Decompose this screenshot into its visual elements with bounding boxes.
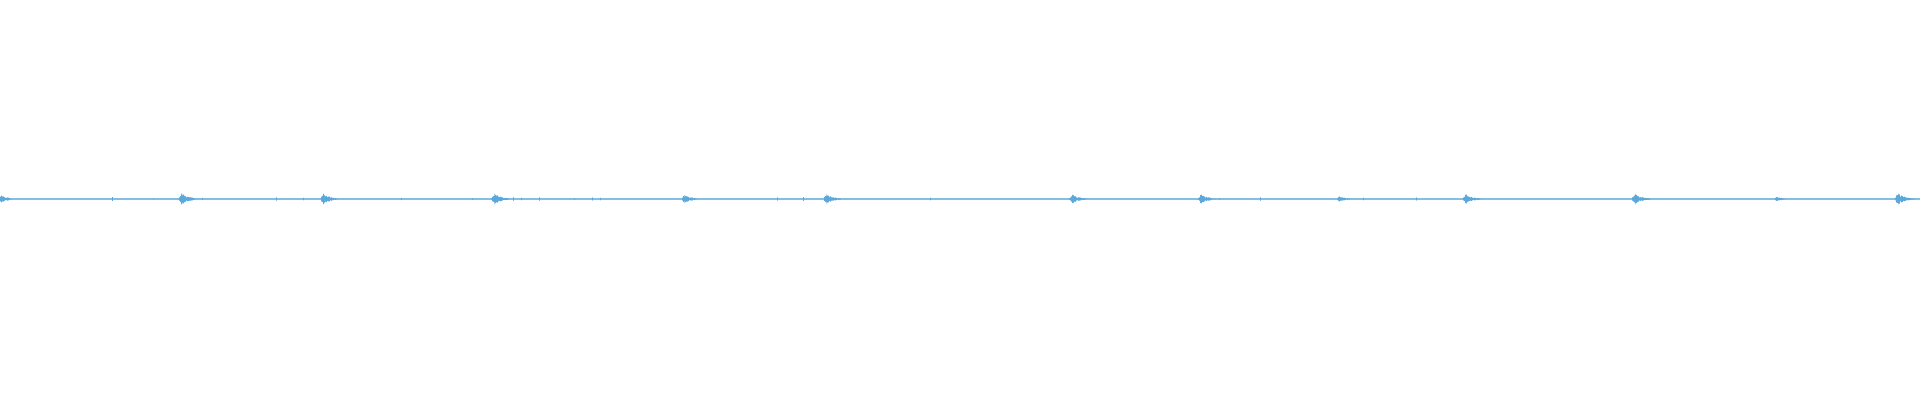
waveform-transient-5	[684, 194, 688, 204]
waveform-transient-4	[494, 193, 498, 205]
waveform-transient-11	[1634, 193, 1638, 205]
waveform-transient-6	[826, 193, 830, 205]
waveform-transient-3	[323, 193, 327, 205]
waveform-transient-8	[1201, 194, 1204, 204]
waveform-transient-13	[1897, 193, 1901, 205]
waveform-transient-7	[1072, 194, 1076, 204]
waveform-graphic	[0, 192, 1920, 206]
waveform-transient-1	[1, 195, 4, 203]
waveform-transient-12	[1777, 196, 1780, 202]
waveform-transient-10	[1465, 193, 1469, 205]
waveform-transient-2	[181, 192, 185, 206]
waveform-transient-9	[1339, 196, 1343, 202]
